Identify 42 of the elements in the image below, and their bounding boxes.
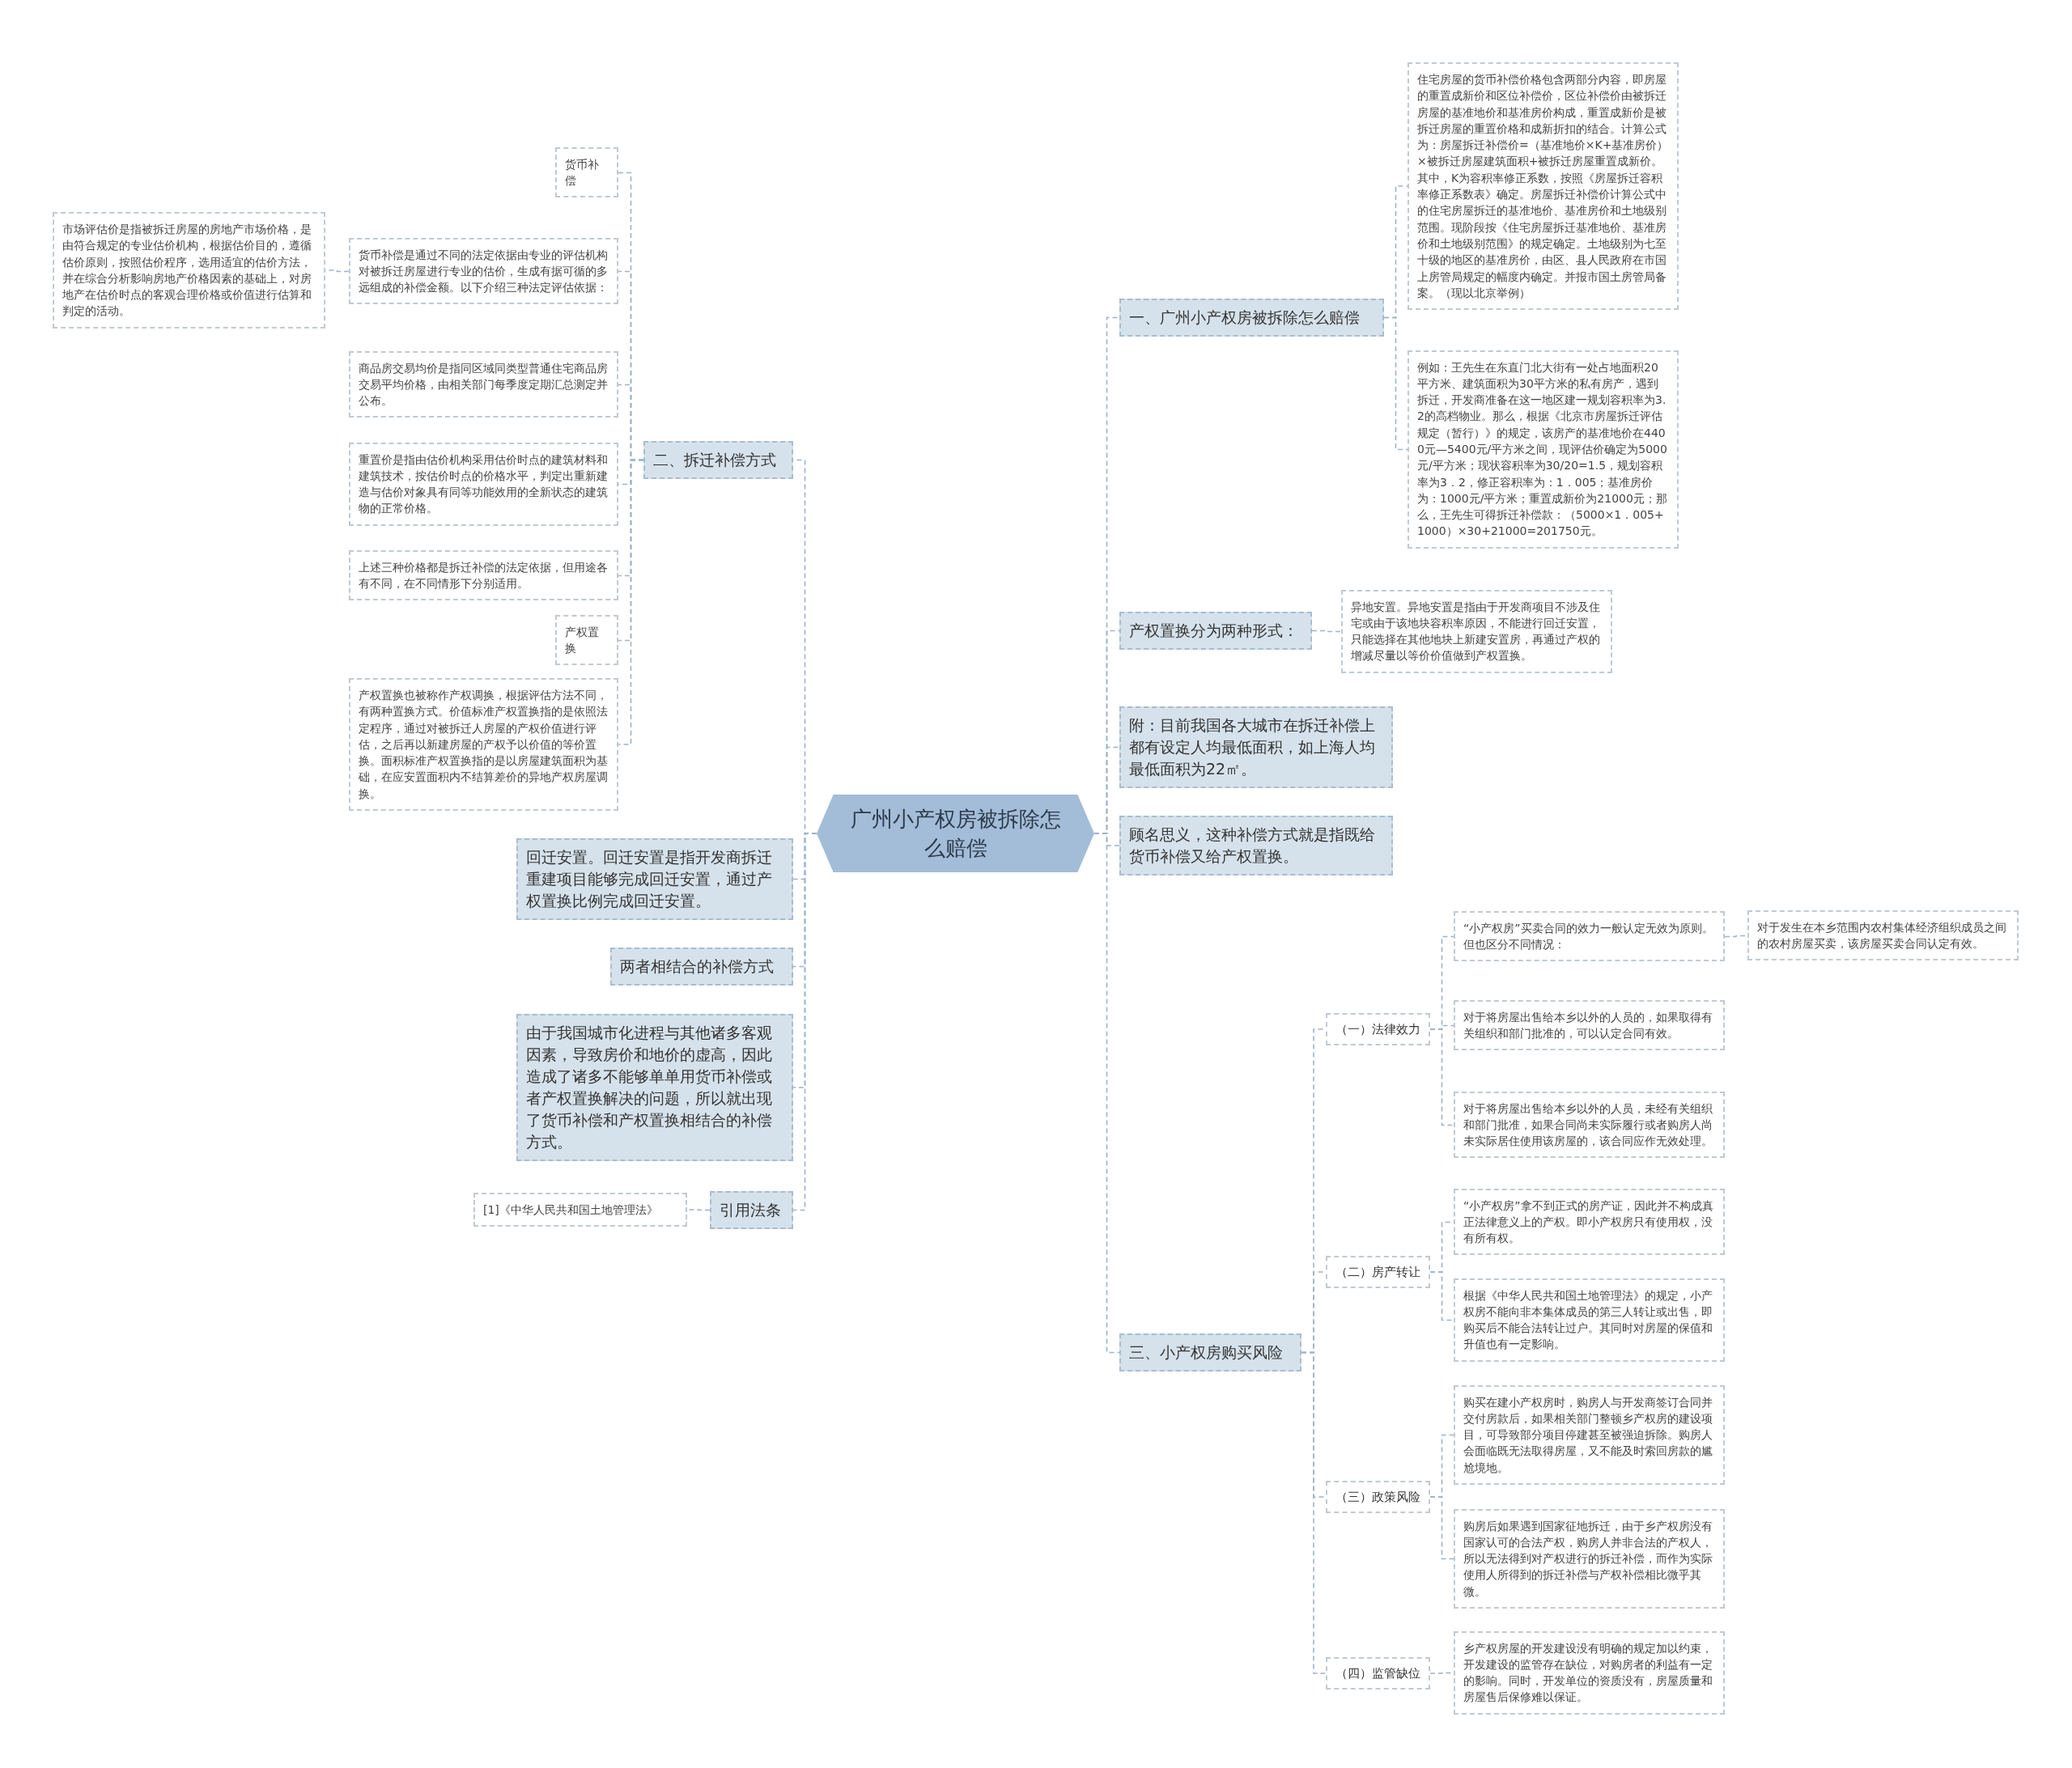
note-box: “小产权房”拿不到正式的房产证，因此并不构成真正法律意义上的产权。即小产权房只有使用权，没有所有权。 xyxy=(1454,1188,1725,1256)
note-box: 货币补偿 xyxy=(555,146,618,198)
note-box: 上述三种价格都是拆迁补偿的法定依据，但用途各有不同，在不同情形下分别适用。 xyxy=(349,549,618,601)
note-box: 市场评估价是指被拆迁房屋的房地产市场价格，是由符合规定的专业估价机构，根据估价目的，遵循估价原则，按照估价程序，选用适宜的估价方法，并在综合分析影响房地产价格因素的基础上，对房地产在估价时点的客观合理价格或价值进行估算和判定的活动。 xyxy=(53,212,325,329)
note-box: [1]《中华人民共和国土地管理法》 xyxy=(473,1193,687,1227)
note-box: 对于发生在本乡范围内农村集体经济组织成员之间的农村房屋买卖，该房屋买卖合同认定有效。 xyxy=(1747,909,2019,961)
note-box: 对于将房屋出售给本乡以外的人员，未经有关组织和部门批准，如果合同尚未实际履行或者购房人尚未实际居住使用该房屋的，该合同应作无效处理。 xyxy=(1454,1091,1725,1159)
topic-box: 由于我国城市化进程与其他诸多客观因素，导致房价和地价的虚高，因此造成了诸多不能够单单用货币补偿或者产权置换解决的问题，所以就出现了货币补偿和产权置换相结合的补偿方式。 xyxy=(516,1014,793,1161)
connector-line xyxy=(1301,1351,1327,1674)
note-box: 商品房交易均价是指同区域同类型普通住宅商品房交易平均价格，由相关部门每季度定期汇总测定并公布。 xyxy=(349,350,618,418)
note-box: 乡产权房屋的开发建设没有明确的规定加以约束，开发建设的监管存在缺位，对购房者的利益有一定的影响。同时，开发单位的资质没有，房屋质量和房屋售后保修难以保证。 xyxy=(1454,1630,1725,1715)
subtopic-box: （三）政策风险 xyxy=(1326,1481,1430,1513)
topic-box: 引用法条 xyxy=(710,1190,793,1229)
connector-line xyxy=(1429,1028,1454,1126)
subtopic-box: （四）监管缺位 xyxy=(1326,1657,1430,1690)
note-box: “小产权房”买卖合同的效力一般认定无效为原则。但也区分不同情况： xyxy=(1454,910,1725,962)
note-box: 购房后如果遇到国家征地拆迁，由于乡产权房没有国家认可的合法产权，购房人并非合法的产权人，所以无法得到对产权进行的拆迁补偿，而作为实际使用人所得到的拆迁补偿与产权补偿相比微乎其微。 xyxy=(1454,1508,1725,1609)
note-box: 异地安置。异地安置是指由于开发商项目不涉及住宅或由于该地块容积率原因，不能进行回迁安置，只能选择在其他地块上新建安置房，再通过产权的增减尽量以等价价值做到产权置换。 xyxy=(1341,589,1612,673)
subtopic-box: （二）房产转让 xyxy=(1326,1256,1430,1288)
note-box: 住宅房屋的货币补偿价格包含两部分内容，即房屋的重置成新价和区位补偿价，区位补偿价由被拆迁房屋的基准地价和基准房价构成，重置成新价是被拆迁房屋的重置价格和成新折扣的结合。计算公式为：房屋拆迁补偿价=（基准地价×K+基准房价）×被拆迁房屋建筑面积+被拆迁房屋重置成新价。其中，K为容积率修正系数，按照《房屋拆迁容积率修正系数表》确定。房屋拆迁补偿价计算公式中的住宅房屋拆迁的基准地价、基准房价和土地级别范围。现阶段按《住宅房屋拆迁基准地价、基准房价和土地级别范围》的规定确定。土地级别为七至十级的地区的基准房价，由区、县人民政府在市国上房管局规定的幅度内确定。并报市国土房管局备案。（现以北京举例） xyxy=(1408,62,1679,311)
connector-line xyxy=(1429,1496,1454,1560)
note-box: 重置价是指由估价机构采用估价时点的建筑材料和建筑技术，按估价时点的价格水平，判定出重新建造与估价对象具有同等功能效用的全新状态的建筑物的正常价格。 xyxy=(349,442,618,526)
connector-line xyxy=(1429,1271,1454,1321)
connector-line xyxy=(1311,630,1342,633)
topic-box: 回迁安置。回迁安置是指开发商拆迁重建项目能够完成回迁安置，通过产权置换比例完成回迁安置。 xyxy=(516,837,793,920)
note-box: 例如：王先生在东直门北大街有一处占地面积20平方米、建筑面积为30平方米的私有房产，遇到拆迁，开发商准备在这一地区建一规划容积率为3.2的高档物业。那么，根据《北京市房屋拆迁评估规定（暂行）》的规定，该房产的基准地价在4400元—5400元/平方米之间，现评估价确定为5000元/平方米；现状容积率为30/20=1.5，规划容积率为3．2，修正容积率为：1．005；基准房价为：1000元/平方米；重置成新价为21000元；那么，王先生可得拆迁补偿款：（5000×1．005+1000）×30+21000=201750元。 xyxy=(1408,350,1679,549)
connector-line xyxy=(1383,316,1408,451)
topic-box: 两者相结合的补偿方式 xyxy=(610,947,793,986)
note-box: 根据《中华人民共和国土地管理法》的规定，小产权房不能向非本集体成员的第三人转让或出售，即购买后不能合法转让过户。其同时对房屋的保值和升值也有一定影响。 xyxy=(1454,1278,1725,1362)
topic-box: 附：目前我国各大城市在拆迁补偿上都有设定人均最低面积，如上海人均最低面积为22㎡。 xyxy=(1119,706,1393,788)
note-box: 产权置换也被称作产权调换，根据评估方法不同，有两种置换方式。价值标准产权置换指的是依照法定程序，通过对被拆迁人房屋的产权价值进行评估，之后再以新建房屋的产权予以价值的等价置换。面积标准产权置换指的是以房屋建筑面积为基础，在应安置面积内不结算差价的异地产权房屋调换。 xyxy=(349,678,618,812)
topic-box: 三、小产权房购买风险 xyxy=(1119,1333,1301,1372)
topic-box: 产权置换分为两种形式： xyxy=(1119,611,1312,650)
topic-box: 一、广州小产权房被拆除怎么赔偿 xyxy=(1119,298,1384,337)
note-box: 货币补偿是通过不同的法定依据由专业的评估机构对被拆迁房屋进行专业的估价，生成有据可循的多远组成的补偿金额。以下介绍三种法定评估依据： xyxy=(349,237,618,305)
note-box: 对于将房屋出售给本乡以外的人员的，如果取得有关组织和部门批准的，可以认定合同有效。 xyxy=(1454,999,1725,1051)
note-box: 购买在建小产权房时，购房人与开发商签订合同并交付房款后，如果相关部门整顿乡产权房的建设项目，可导致部分项目停建甚至被强迫拆除。购房人会面临既无法取得房屋，又不能及时索回房款的尴尬境地。 xyxy=(1454,1384,1725,1485)
central-topic: 广州小产权房被拆除怎么赔偿 xyxy=(817,795,1094,872)
topic-box: 二、拆迁补偿方式 xyxy=(643,440,793,479)
note-box: 产权置换 xyxy=(555,614,618,666)
subtopic-box: （一）法律效力 xyxy=(1326,1013,1430,1045)
topic-box: 顾名思义，这种补偿方式就是指既给货币补偿又给产权置换。 xyxy=(1119,816,1393,876)
